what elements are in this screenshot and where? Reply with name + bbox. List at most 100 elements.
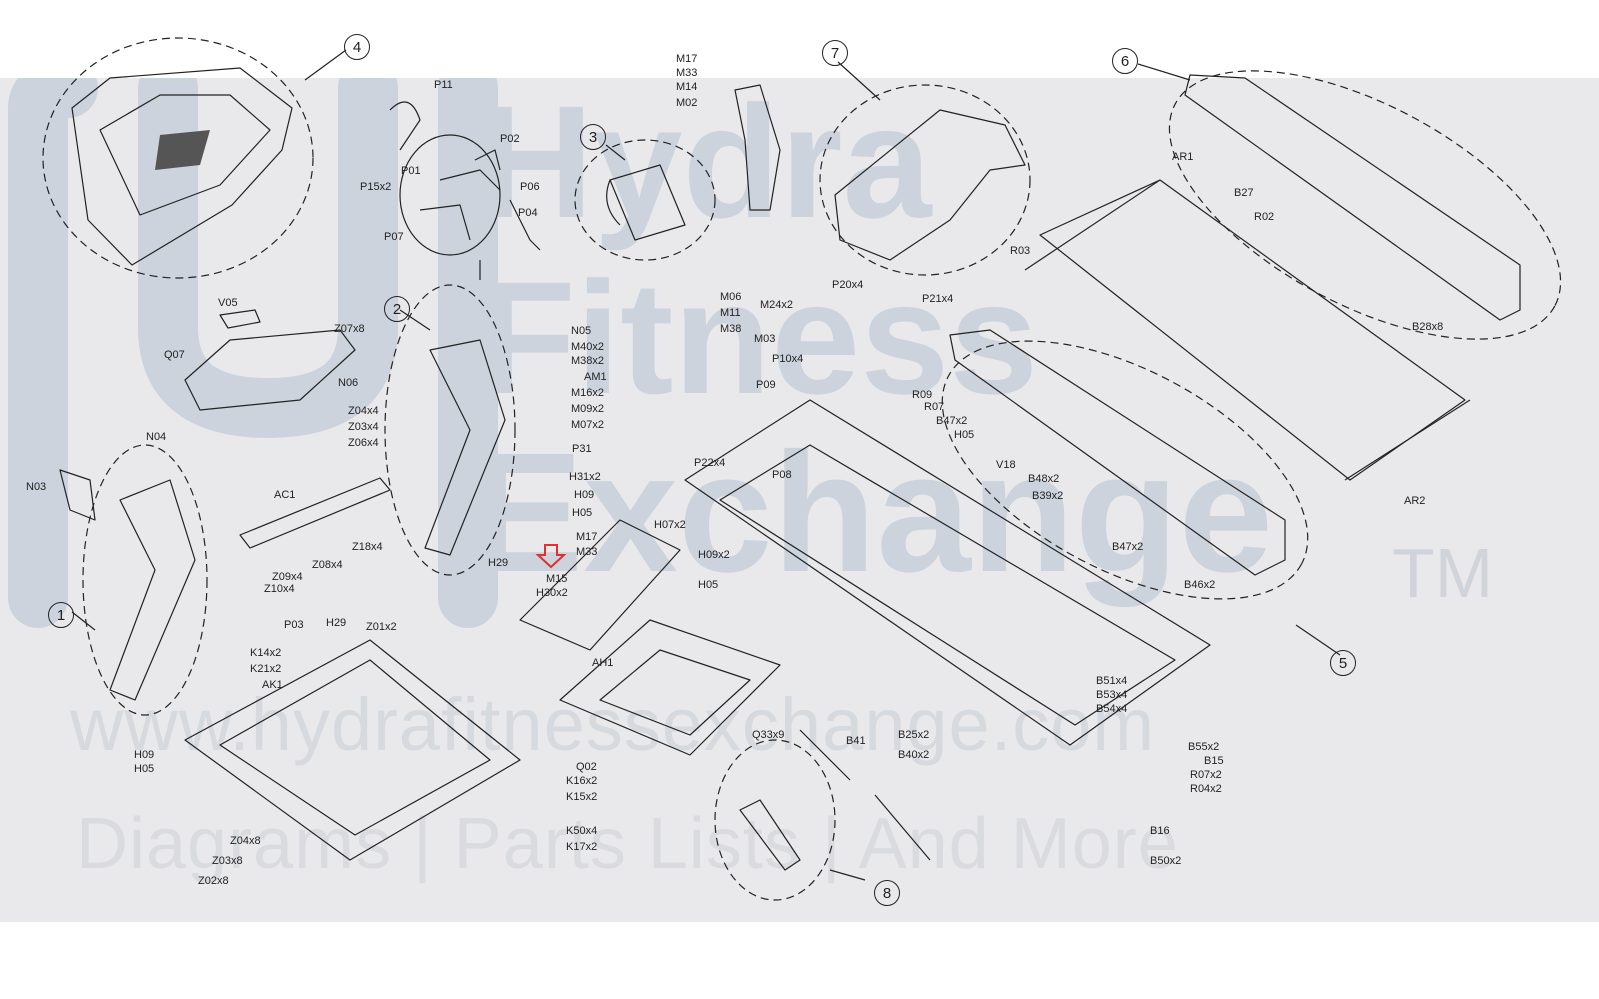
part-label: M15 [546,573,568,585]
part-label: H29 [488,557,509,569]
part-label: M09x2 [571,403,605,415]
part-label: H07x2 [654,519,686,531]
part-label: R02 [1254,211,1275,223]
label-v05 [219,309,261,329]
part-label: B46x2 [1184,579,1216,591]
watermark-tagline: Diagrams | Parts Lists | And More [76,804,1179,884]
part-label: K17x2 [566,841,598,853]
part-label: R07 [924,401,945,413]
part-label: M03 [754,333,776,345]
part-label: R09 [912,389,933,401]
callout-8: 8 [874,880,900,906]
hydra-logo-watermark [8,78,498,628]
part-label: H09 [134,749,155,761]
part-label: M06 [720,291,742,303]
part-label: Z03x8 [212,855,243,867]
part-label: B41 [846,735,866,747]
part-label: B47x2 [1112,541,1144,553]
console-cover-q07 [184,329,356,411]
part-label: B47x2 [936,415,968,427]
part-label: B50x2 [1150,855,1182,867]
part-label: B25x2 [898,729,930,741]
part-label: Z06x4 [348,437,379,449]
part-label: B15 [1204,755,1224,767]
part-label: Z09x4 [272,571,303,583]
part-label: M40x2 [571,341,605,353]
part-label: P21x4 [922,293,954,305]
part-label: M02 [676,97,698,109]
group-4-outline [42,37,314,279]
crossbar-ac1 [239,477,391,549]
part-label: P15x2 [360,181,392,193]
part-label: K16x2 [566,775,598,787]
part-label: B16 [1150,825,1170,837]
part-label: B39x2 [1032,490,1064,502]
lift-motor [734,84,781,211]
watermark-trademark: TM [1392,534,1494,612]
front-roller [1024,179,1161,271]
part-label: M16x2 [571,387,605,399]
part-label: H09 [574,489,595,501]
part-label: M17 [576,531,598,543]
part-label: Q02 [576,761,597,773]
part-label: B40x2 [898,749,930,761]
part-label: P01 [401,165,421,177]
group-6-outline [1168,70,1562,340]
rod-loose [874,794,931,861]
part-label: B53x4 [1096,689,1128,701]
part-label: AR2 [1404,495,1426,507]
group-5-outline [941,340,1309,600]
group-7-outline [819,84,1031,276]
part-label: H05 [134,763,155,775]
part-label: P20x4 [832,279,864,291]
part-label: H05 [698,579,719,591]
part-label: Z18x4 [352,541,383,553]
watermark-band [0,78,1599,922]
part-label: P10x4 [772,353,804,365]
part-label: Z08x4 [312,559,343,571]
part-label: B27 [1234,187,1254,199]
watermark-url: www.hydrafitnessexchange.com [70,683,1156,766]
part-label: M33 [576,546,598,558]
rod-b41 [799,729,851,781]
side-rail-right [1184,74,1521,321]
part-label: B51x4 [1096,675,1128,687]
part-label: P11 [434,79,453,91]
part-label: V18 [996,459,1016,471]
left-upright [109,479,196,701]
part-label: R04x2 [1190,783,1222,795]
part-label: P03 [284,619,304,631]
part-label: B55x2 [1188,741,1220,753]
watermark-brand-fitness: Fitness [478,248,1039,427]
watermark-brand-exchange: Exchange [470,418,1274,608]
part-label: M14 [676,81,698,93]
rear-roller [1344,399,1471,481]
callout-7: 7 [822,40,848,66]
callout-2: 2 [384,296,410,322]
part-label: H29 [326,617,347,629]
part-label: Z04x4 [348,405,379,417]
part-label: AK1 [262,679,283,691]
part-label: P08 [772,469,792,481]
part-label: B54x4 [1096,703,1128,715]
callout-1: 1 [48,602,74,628]
part-label: Q07 [164,349,185,361]
part-label: N03 [26,481,47,493]
part-label: M38 [720,323,742,335]
part-label: N04 [146,431,167,443]
part-label: K14x2 [250,647,282,659]
part-label: H09x2 [698,549,730,561]
part-label: AR1 [1172,151,1194,163]
incline-tube [739,799,801,871]
callout-4: 4 [344,34,370,60]
part-label: B48x2 [1028,473,1060,485]
part-label: B28x8 [1412,321,1444,333]
running-deck [1039,179,1466,481]
part-label: H31x2 [569,471,601,483]
part-label: P07 [384,231,404,243]
part-label: M07x2 [571,419,605,431]
part-label: P04 [518,207,538,219]
part-label: P31 [572,443,592,455]
part-label: AC1 [274,489,296,501]
part-label: P06 [520,181,540,193]
